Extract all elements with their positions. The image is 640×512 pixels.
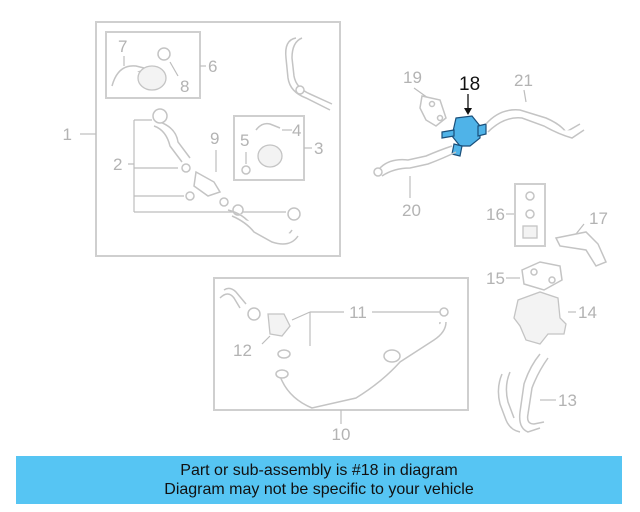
part-8-clip — [157, 47, 171, 61]
part-13-group: 13 — [497, 353, 577, 433]
callout-1[interactable]: 1 — [63, 125, 72, 144]
banner-line-2: Diagram may not be specific to your vehi… — [164, 481, 474, 498]
part-19-bracket — [419, 95, 447, 127]
callout-4[interactable]: 4 — [292, 121, 301, 140]
callout-2[interactable]: 2 — [113, 155, 122, 174]
part-19-bracket-group: 19 — [403, 68, 447, 127]
callout-9[interactable]: 9 — [210, 129, 219, 148]
part-upper-elbow — [223, 287, 247, 305]
callout-18[interactable]: 18 — [459, 74, 480, 95]
part-18-valve-group: 18 — [441, 74, 487, 157]
callout-14[interactable]: 14 — [578, 303, 597, 322]
callout-6[interactable]: 6 — [208, 57, 217, 76]
part-20-hose — [379, 145, 453, 169]
callout-19[interactable]: 19 — [403, 68, 422, 87]
part-14-housing — [513, 291, 567, 345]
group-1: 1 2 7 8 6 9 — [63, 21, 341, 257]
callout-8[interactable]: 8 — [180, 77, 189, 96]
part-16-frame — [514, 183, 546, 247]
part-5-seal — [241, 165, 251, 175]
part-3-outlet — [257, 144, 283, 168]
parts-diagram: 1 2 7 8 6 9 — [63, 21, 608, 444]
banner-line-1: Part or sub-assembly is #18 in diagram — [180, 462, 458, 479]
part-14-group: 14 — [513, 291, 597, 345]
callout-5[interactable]: 5 — [240, 131, 249, 150]
part-15-group: 15 — [486, 261, 563, 291]
callout-17[interactable]: 17 — [589, 209, 608, 228]
callout-15[interactable]: 15 — [486, 269, 505, 288]
subgroup-6-frame — [105, 31, 201, 99]
part-17-group: 17 — [554, 209, 608, 267]
part-15-gasket — [521, 261, 563, 291]
part-20-hose-group: 20 — [373, 145, 457, 220]
part-4-clamp — [255, 122, 281, 131]
part-16-group: 16 — [486, 183, 546, 247]
part-9-tee — [193, 170, 222, 197]
callout-12[interactable]: 12 — [233, 341, 252, 360]
callout-20[interactable]: 20 — [402, 201, 421, 220]
callout-3[interactable]: 3 — [314, 139, 323, 158]
part-2-hose-upper — [153, 125, 183, 163]
info-banner: Part or sub-assembly is #18 in diagram D… — [16, 456, 622, 504]
part-21-hose — [485, 109, 581, 133]
callout-10[interactable]: 10 — [332, 425, 351, 444]
group-10: 10 11 12 — [213, 277, 469, 444]
part-12-fitting — [267, 313, 291, 337]
callout-16[interactable]: 16 — [486, 205, 505, 224]
group-1-frame — [95, 21, 341, 257]
callout-7[interactable]: 7 — [118, 37, 127, 56]
part-21-hose-group: 21 — [485, 71, 585, 139]
part-17-bracket — [554, 231, 608, 267]
callout-11[interactable]: 11 — [349, 303, 367, 322]
callout-13[interactable]: 13 — [558, 391, 577, 410]
part-18-valve[interactable] — [441, 115, 487, 157]
part-6-fitting — [137, 65, 167, 91]
callout-21[interactable]: 21 — [514, 71, 533, 90]
